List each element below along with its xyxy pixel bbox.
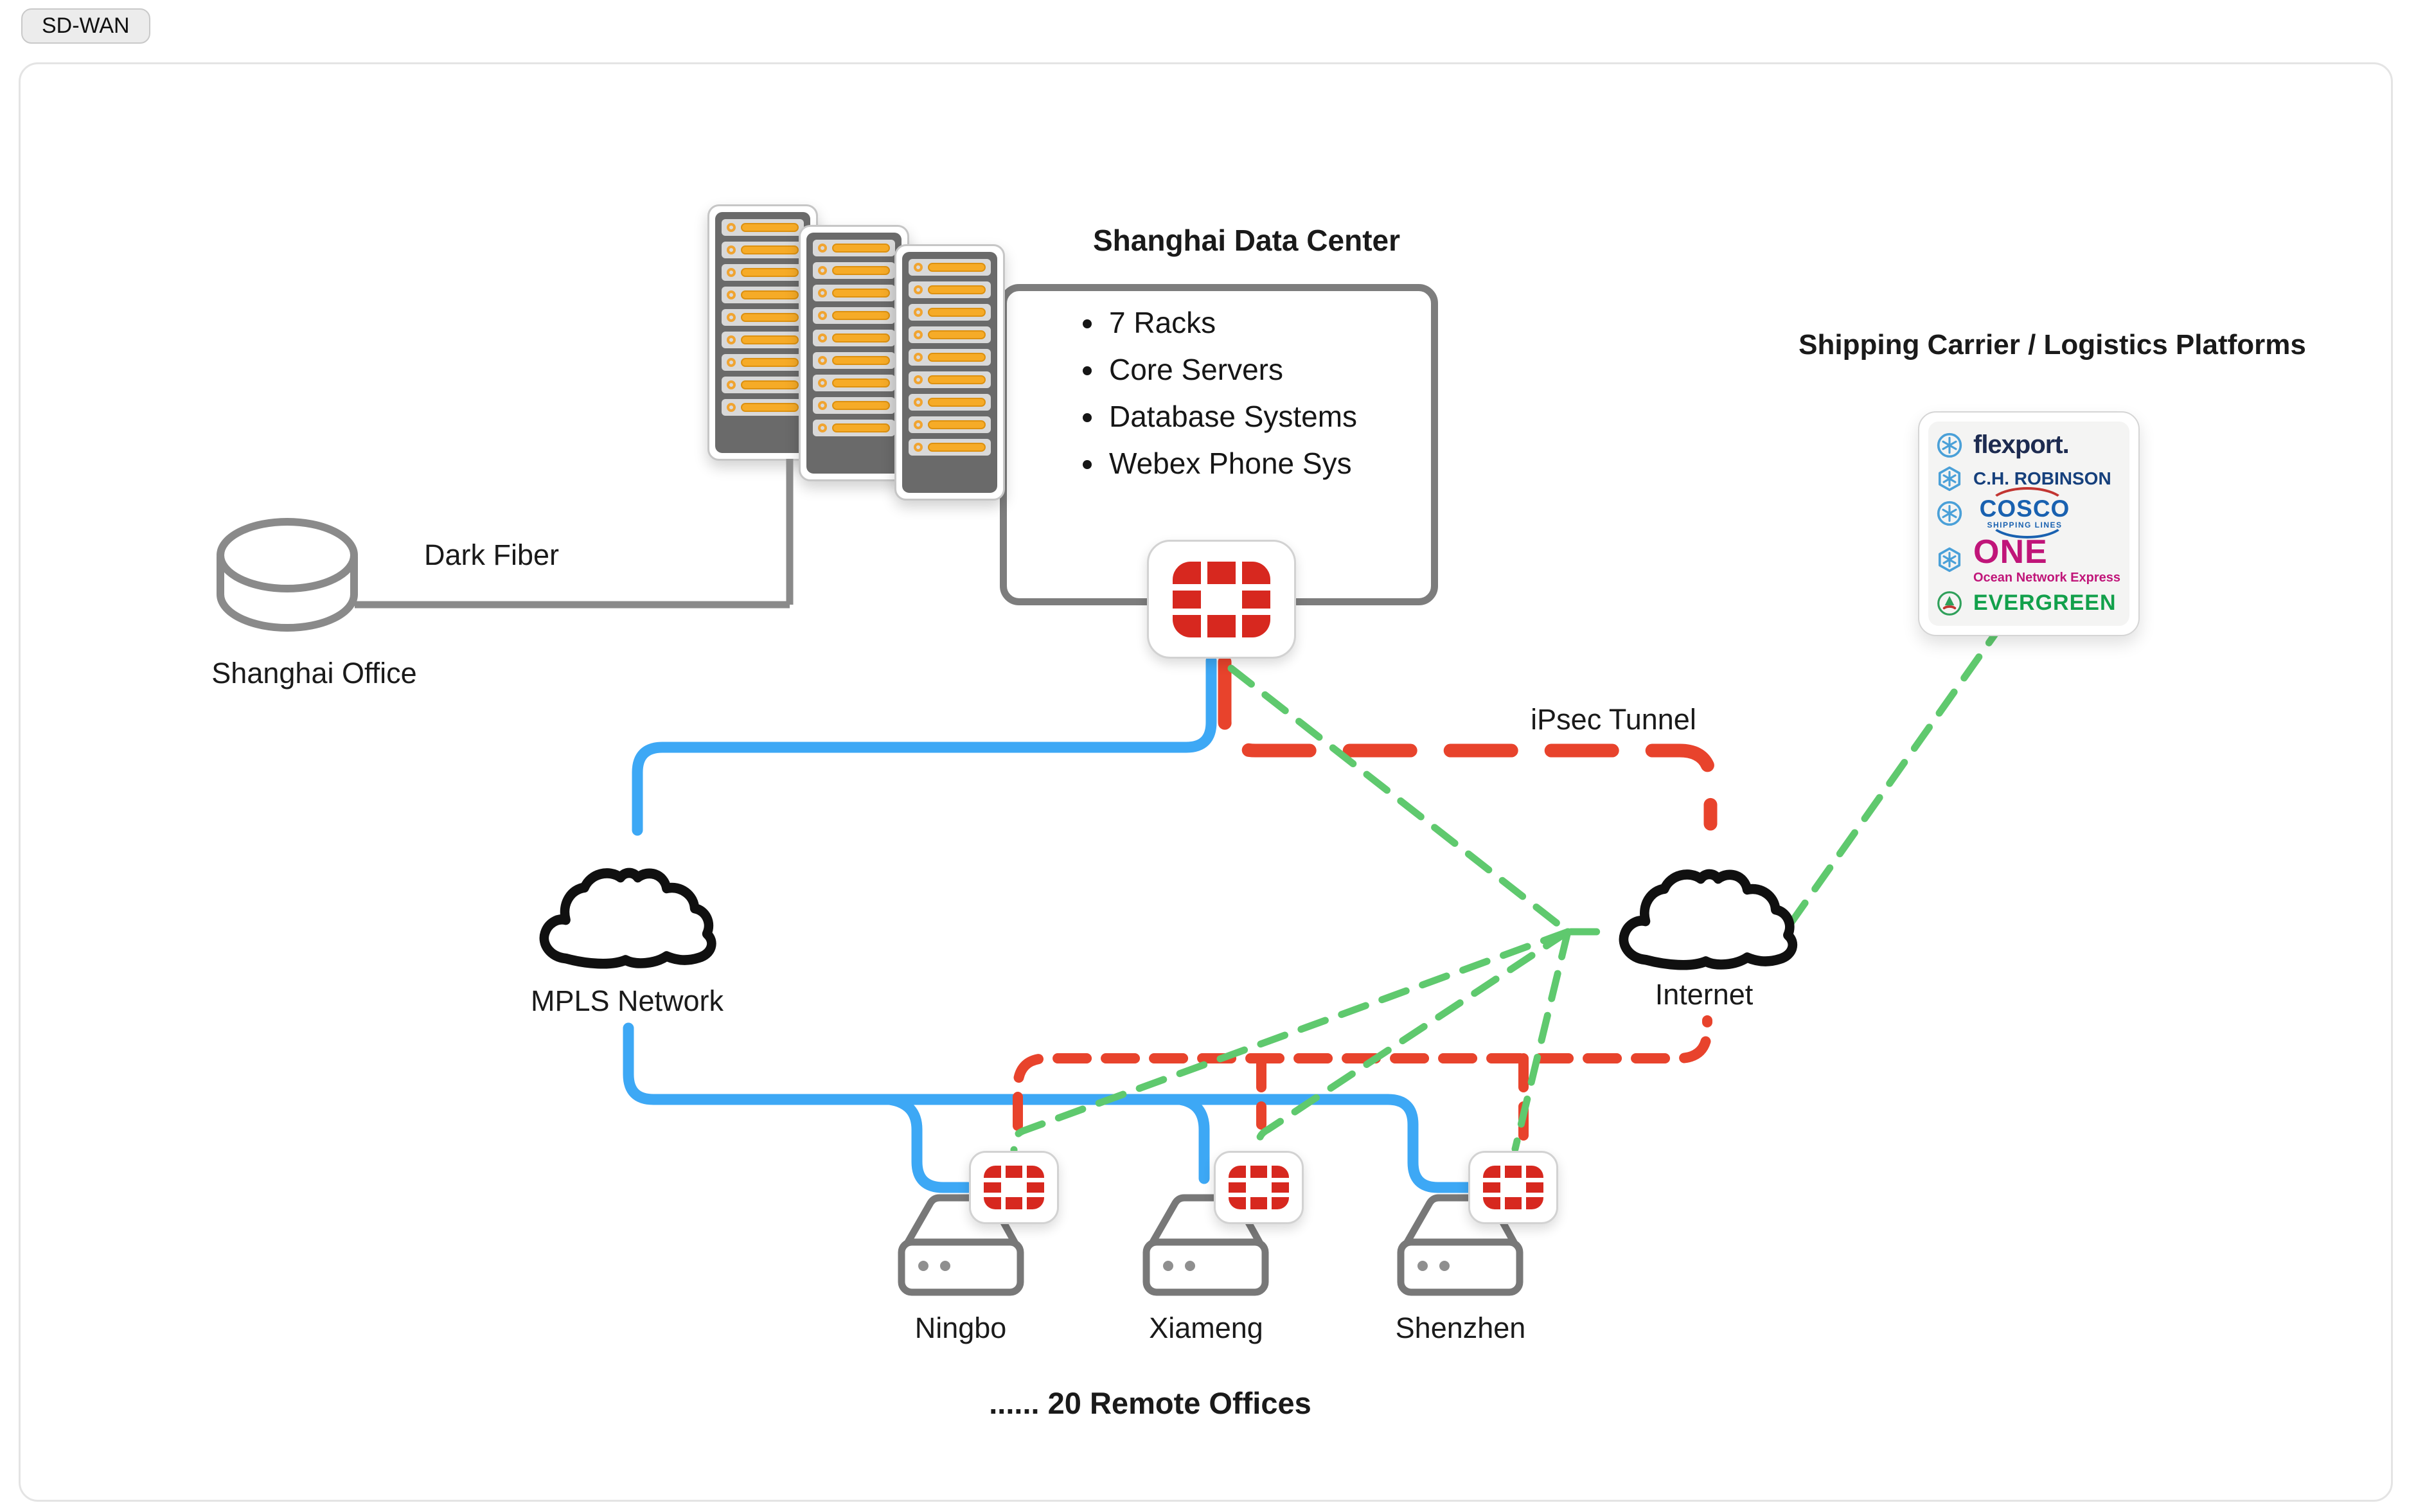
- partner-name-one: ONE: [1973, 533, 2048, 571]
- site-label-ningbo: Ningbo: [914, 1312, 1007, 1344]
- diagram-tag-badge: SD-WAN: [21, 8, 150, 44]
- evergreen-emblem-icon: [1936, 590, 1963, 617]
- fortinet-firewall-icon: [969, 1151, 1059, 1224]
- logistics-partners-box: flexport. C.H. ROBINSON COSCO SHIPPING L…: [1918, 411, 2140, 636]
- office-label: Shanghai Office: [211, 657, 417, 689]
- snowflake-circle-icon: [1936, 432, 1963, 459]
- one-logo: ONE Ocean Network Express: [1973, 535, 2120, 584]
- snowflake-circle-icon: [1936, 500, 1963, 527]
- partner-row: EVERGREEN: [1936, 590, 2122, 617]
- partner-name-flexport: flexport.: [1973, 431, 2070, 459]
- site-label-xiameng: Xiameng: [1149, 1312, 1263, 1344]
- partner-name-ch-robinson: C.H. ROBINSON: [1973, 468, 2111, 488]
- partner-name-cosco: COSCO: [1979, 495, 2070, 522]
- bullet-item: 7 Racks: [1105, 299, 1357, 346]
- partner-subtitle: SHIPPING LINES: [1987, 520, 2063, 530]
- server-rack-icon: [707, 204, 818, 461]
- dark-fiber-line: [355, 459, 794, 609]
- shenzhen-appliance-icon: [1397, 1194, 1523, 1296]
- partner-subtitle: Ocean Network Express: [1973, 571, 2120, 585]
- bullet-item: Core Servers: [1105, 346, 1357, 393]
- fortinet-firewall-icon: [1468, 1151, 1558, 1224]
- internet-cloud-icon: [1619, 869, 1798, 970]
- site-label-shenzhen: Shenzhen: [1395, 1312, 1526, 1344]
- mpls-cloud-label: MPLS Network: [530, 984, 724, 1017]
- bullet-item: Webex Phone Sys: [1105, 440, 1357, 487]
- snowflake-hexagon-icon: [1936, 546, 1963, 573]
- bullet-item: Database Systems: [1105, 393, 1357, 440]
- mpls-cloud-icon: [539, 867, 716, 969]
- internet-overlay-lines: [1010, 611, 2012, 1154]
- partner-row: ONE Ocean Network Express: [1936, 535, 2122, 584]
- fortinet-firewall-icon: [1214, 1151, 1304, 1224]
- internet-cloud-label: Internet: [1655, 978, 1754, 1011]
- server-rack-icon: [799, 225, 909, 481]
- fortinet-firewall-icon: [1147, 540, 1296, 659]
- mpls-links: [623, 655, 1477, 1193]
- partner-row: C.H. ROBINSON: [1936, 465, 2122, 492]
- partner-name-evergreen: EVERGREEN: [1973, 591, 2117, 616]
- partner-row: COSCO SHIPPING LINES: [1936, 487, 2122, 539]
- dark-fiber-label: Dark Fiber: [423, 538, 560, 571]
- office-cylinder-icon: [217, 518, 358, 632]
- partner-row: flexport.: [1936, 431, 2122, 459]
- data-center-bullet-list: 7 Racks Core Servers Database Systems We…: [1072, 299, 1357, 487]
- data-center-title: Shanghai Data Center: [1093, 224, 1400, 257]
- logistics-title: Shipping Carrier / Logistics Platforms: [1799, 329, 2306, 360]
- cosco-logo: COSCO SHIPPING LINES: [1973, 487, 2076, 539]
- remote-offices-caption: ...... 20 Remote Offices: [989, 1386, 1311, 1420]
- snowflake-hexagon-icon: [1936, 465, 1963, 492]
- server-rack-icon: [894, 244, 1005, 501]
- ipsec-tunnel-label: iPsec Tunnel: [1531, 703, 1696, 736]
